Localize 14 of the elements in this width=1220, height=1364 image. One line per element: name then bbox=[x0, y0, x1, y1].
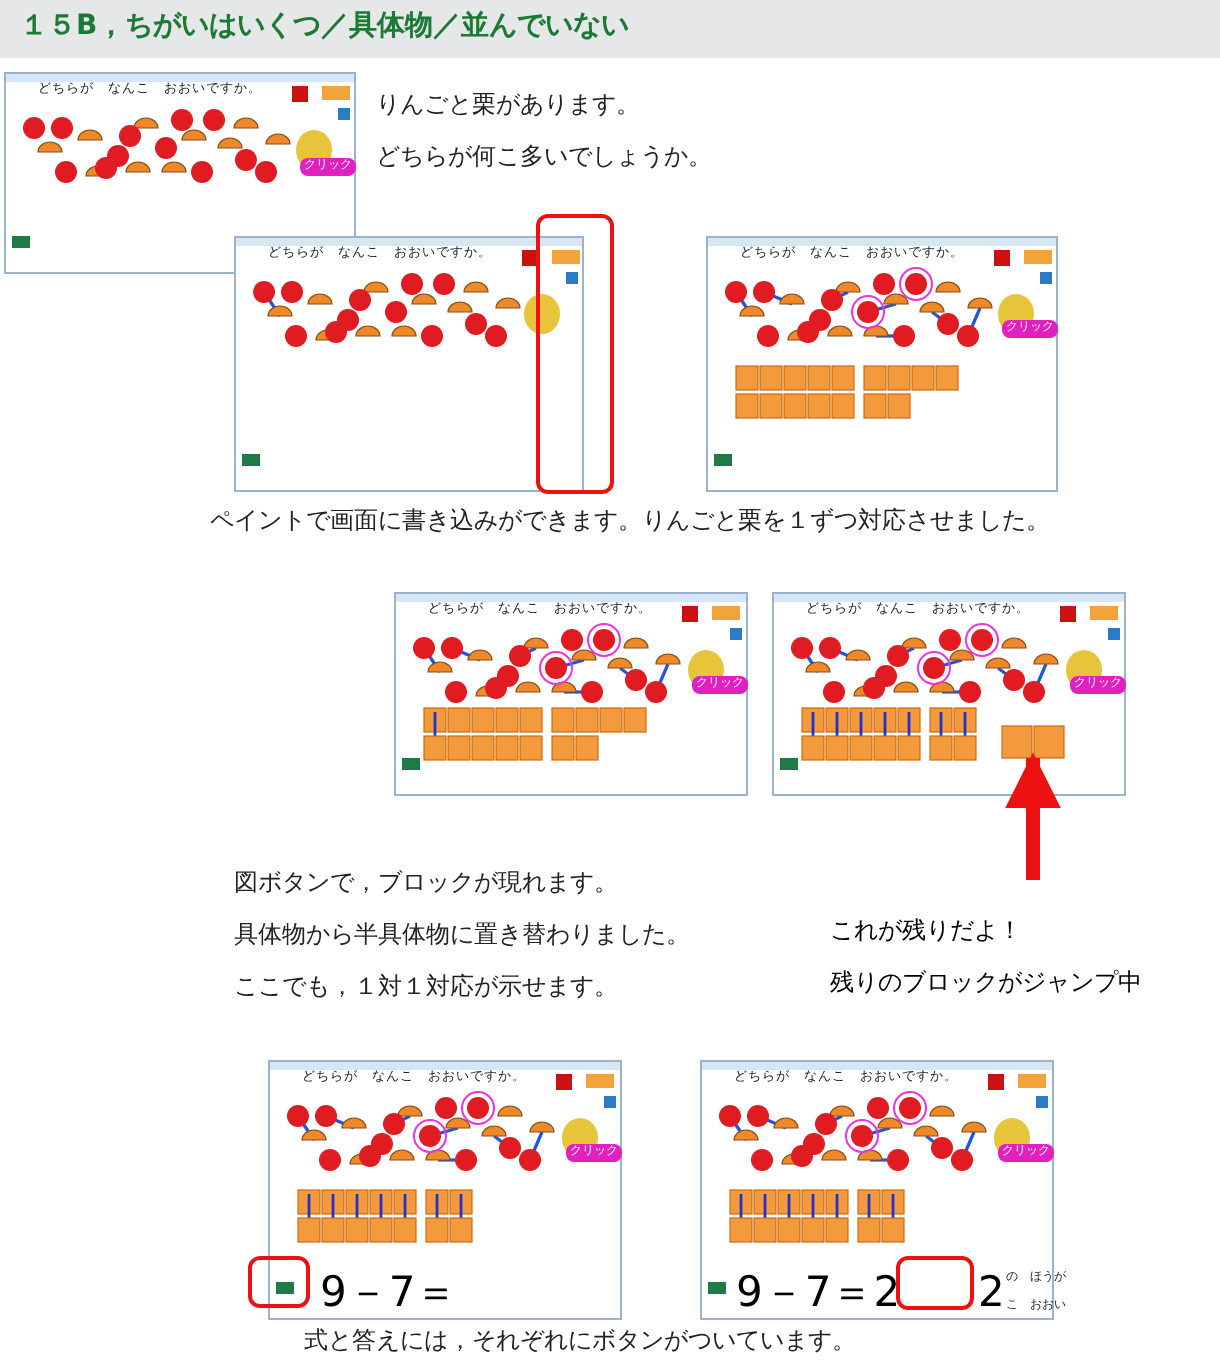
answer-number: 2 bbox=[978, 1270, 1005, 1317]
equation-text: 9－7＝2 bbox=[736, 1270, 901, 1317]
caption-text: りんごと栗があります。 bbox=[376, 92, 640, 119]
caption-text: これが残りだよ！ bbox=[830, 914, 1024, 948]
caption-text: 残りのブロックがジャンプ中 bbox=[830, 966, 1144, 1000]
arrow bbox=[1005, 752, 1061, 880]
caption-text: 具体物から半具体物に置き替わりました。 bbox=[234, 922, 690, 949]
caption-text: ここでも，１対１対応が示せます。 bbox=[234, 974, 618, 1001]
caption-text: ペイントで画面に書き込みができます。りんごと栗を１ずつ対応させました。 bbox=[210, 508, 1050, 535]
caption-text: 図ボタンで，ブロックが現れます。 bbox=[234, 870, 618, 897]
equation-text: 9－7＝ bbox=[320, 1270, 458, 1317]
page-title: １５B，ちがいはいくつ／具体物／並んでいない bbox=[20, 12, 630, 43]
caption-text: 式と答えには，それぞれにボタンがついています。 bbox=[304, 1328, 856, 1355]
caption-text: どちらが何こ多いでしょうか。 bbox=[376, 144, 712, 171]
